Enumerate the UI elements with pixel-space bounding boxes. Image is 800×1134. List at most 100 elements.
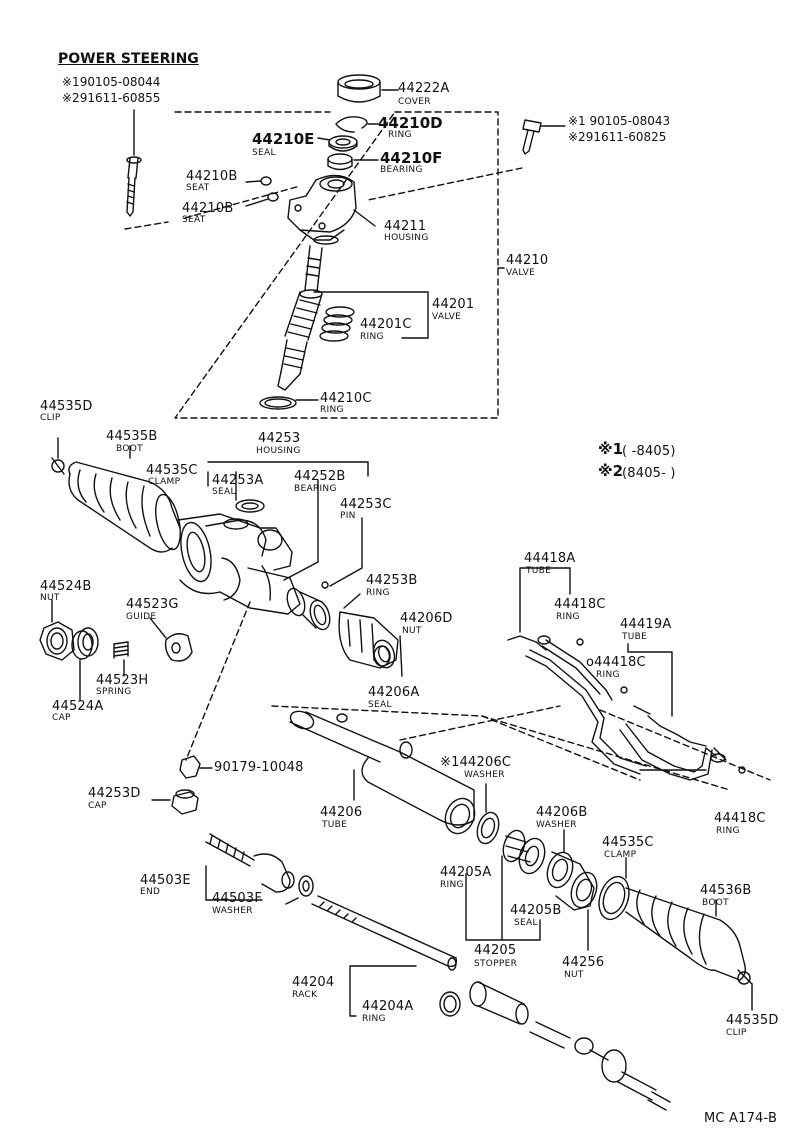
part-number-44210F: 44210F	[380, 149, 443, 167]
boot-44535B	[51, 437, 181, 553]
ref-left-2: ※291611-60855	[62, 91, 161, 105]
part-number-44535C-1: 44535C	[146, 463, 198, 478]
part-number-44418C-3: 44418C	[714, 811, 766, 826]
part-number-44206B: 44206B	[536, 805, 588, 820]
seal-44206A	[373, 645, 391, 667]
seal-44210E	[328, 135, 358, 149]
part-number-90179-10048: 90179-10048	[214, 760, 304, 775]
boot-44536B	[625, 887, 753, 1011]
bearing-44210F	[327, 153, 379, 171]
part-number-44503E: 44503E	[140, 873, 191, 888]
part-name-44205B: SEAL	[514, 918, 538, 928]
ring-44210D	[335, 116, 368, 133]
part-name-44252B: BEARING	[294, 484, 337, 494]
stopper-44205	[465, 829, 546, 941]
ref-right-1: ※1 90105-08043	[568, 114, 671, 128]
part-name-44210B-1: SEAT	[186, 183, 210, 193]
part-number-44206D: 44206D	[400, 611, 453, 626]
ring-44204A	[439, 991, 461, 1017]
part-name-44256: NUT	[564, 970, 584, 980]
housing-44253	[177, 461, 369, 615]
valve-assembly-box	[174, 111, 499, 419]
part-name-44210F: BEARING	[380, 165, 423, 175]
rings-44201C	[319, 306, 355, 342]
tubes-44418A	[507, 567, 727, 781]
cap-44253D	[151, 789, 199, 815]
part-name-44524B: NUT	[40, 593, 60, 603]
washer-44206C	[476, 783, 500, 845]
part-name-44523H: SPRING	[96, 687, 132, 697]
part-number-44523G: 44523G	[126, 597, 179, 612]
part-name-44210: VALVE	[506, 268, 536, 278]
part-name-44419A: TUBE	[622, 632, 648, 642]
ref-right-2: ※291611-60825	[568, 130, 667, 144]
part-number-44206: 44206	[320, 805, 363, 820]
part-name-44535B: BOOT	[116, 444, 143, 454]
ring-44210C	[259, 396, 297, 410]
part-number-44253B: 44253B	[366, 573, 418, 588]
part-name-44204: RACK	[292, 990, 318, 1000]
part-name-44222A: COVER	[398, 97, 431, 107]
part-name-44536B: BOOT	[702, 898, 729, 908]
part-number-44418C-1: 44418C	[554, 597, 606, 612]
part-number-44211: 44211	[384, 219, 427, 234]
seal-44253A	[235, 499, 265, 513]
part-number-44503F: 44503F	[212, 891, 263, 906]
part-number-44535B: 44535B	[106, 429, 158, 444]
part-number-44204A: 44204A	[362, 999, 414, 1014]
part-number-44523H: 44523H	[96, 673, 149, 688]
part-name-44253: HOUSING	[256, 446, 301, 456]
clamp-44535C	[598, 875, 630, 921]
part-number-44253D: 44253D	[88, 786, 141, 801]
ring-44253B	[286, 587, 361, 631]
spring-44523H	[113, 641, 129, 677]
part-number-44210E: 44210E	[252, 130, 315, 148]
part-number-44256: 44256	[562, 955, 605, 970]
part-name-44535C-2: CLAMP	[604, 850, 637, 860]
part-number-44535D-2: 44535D	[726, 1013, 779, 1028]
part-number-44210D: 44210D	[378, 114, 443, 132]
part-number-44253: 44253	[258, 431, 301, 446]
part-number-44206C: ※144206C	[440, 755, 512, 770]
part-name-44211: HOUSING	[384, 233, 429, 243]
part-number-44210B-1: 44210B	[186, 169, 238, 184]
part-number-44524B: 44524B	[40, 579, 92, 594]
part-name-44206: TUBE	[322, 820, 348, 830]
part-number-44201: 44201	[432, 297, 475, 312]
part-number-44205A: 44205A	[440, 865, 492, 880]
part-name-44206C: WASHER	[464, 770, 505, 780]
part-name-44204A: RING	[362, 1014, 386, 1024]
part-number-44210B-2: 44210B	[182, 201, 234, 216]
part-name-44210B-2: SEAT	[182, 215, 206, 225]
nut-44524B	[39, 599, 75, 661]
part-name-44206B: WASHER	[536, 820, 577, 830]
valve-44201	[277, 245, 429, 391]
part-name-44205: STOPPER	[474, 959, 518, 969]
part-name-44253D: CAP	[88, 801, 107, 811]
part-number-44253A: 44253A	[212, 473, 264, 488]
part-number-44210: 44210	[506, 253, 549, 268]
part-number-44418A: 44418A	[524, 551, 576, 566]
part-name-44210D: RING	[388, 130, 412, 140]
bolt-left	[124, 109, 301, 230]
part-name-44524A: CAP	[52, 713, 71, 723]
part-number-44535C-2: 44535C	[602, 835, 654, 850]
tube-44206	[289, 710, 476, 835]
washer-44503F	[298, 875, 314, 897]
bolt-right	[367, 119, 566, 201]
legend-value-1: ( -8405)	[622, 444, 676, 459]
part-number-44253C: 44253C	[340, 497, 392, 512]
cap-90179	[179, 755, 213, 779]
part-number-44524A: 44524A	[52, 699, 104, 714]
rack-sleeve	[469, 981, 671, 1111]
housing-44211	[287, 174, 376, 245]
part-number-44205: 44205	[474, 943, 517, 958]
part-name-44418C-1: RING	[556, 612, 580, 622]
legend-value-2: (8405- )	[622, 466, 676, 481]
part-name-44201C: RING	[360, 332, 384, 342]
part-name-44210E: SEAL	[252, 148, 276, 158]
cover-44222A	[337, 74, 399, 103]
part-name-44418C-2: RING	[596, 670, 620, 680]
